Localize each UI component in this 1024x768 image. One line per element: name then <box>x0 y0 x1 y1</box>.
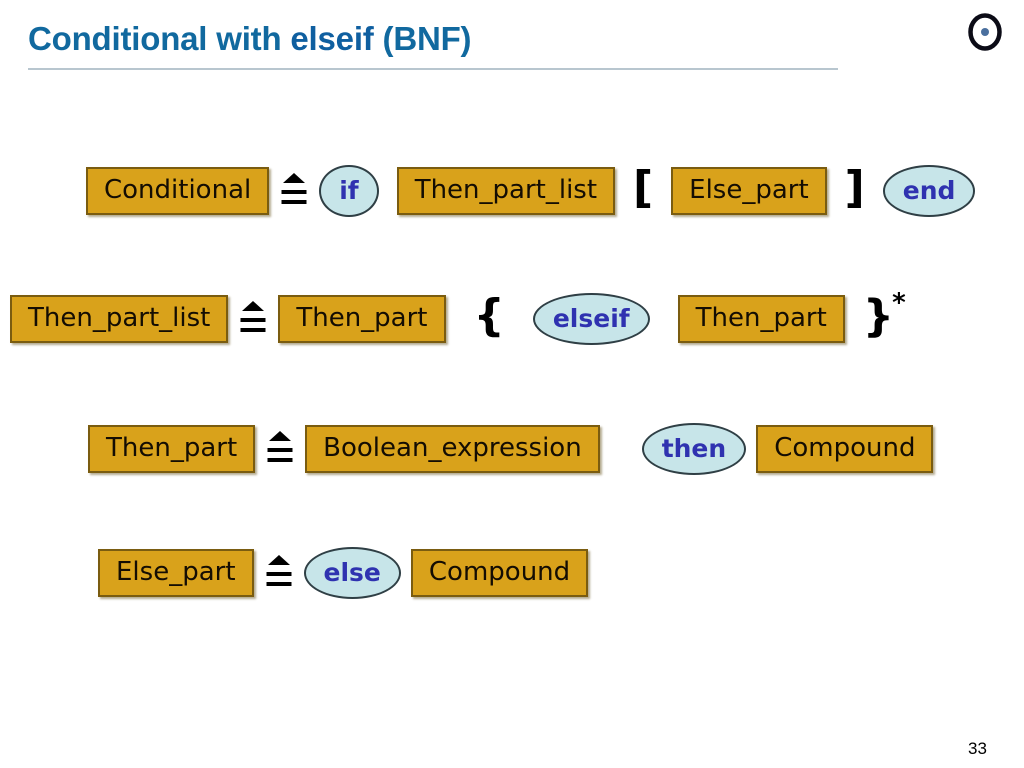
bnf-rule-then-part-list: Then_part_list Then_part { elseif Then_p… <box>10 284 908 354</box>
meta-star: * <box>892 287 906 318</box>
nonterminal-compound: Compound <box>756 425 934 473</box>
nonterminal-boolean-expression: Boolean_expression <box>305 425 600 473</box>
bnf-rule-then-part: Then_part Boolean_expression then Compou… <box>88 414 934 484</box>
title-divider <box>28 68 838 70</box>
nonterminal-else-part: Else_part <box>98 549 254 597</box>
nonterminal-conditional: Conditional <box>86 167 270 215</box>
nonterminal-then-part-list: Then_part_list <box>10 295 229 343</box>
meta-bracket-close: ] <box>844 162 865 213</box>
defined-as-icon <box>279 169 309 213</box>
bnf-rule-conditional: Conditional if Then_part_list [ Else_par… <box>86 156 976 226</box>
nonterminal-then-part: Then_part <box>278 295 446 343</box>
terminal-elseif: elseif <box>532 293 650 345</box>
nonterminal-then-part: Then_part <box>88 425 256 473</box>
terminal-then: then <box>641 423 747 475</box>
page-number: 33 <box>968 739 987 758</box>
page-title: Conditional with elseif (BNF) <box>28 20 472 58</box>
terminal-end: end <box>882 165 976 217</box>
page-title-suffix: (BNF) <box>373 20 472 57</box>
meta-bracket-open: [ <box>633 162 654 213</box>
nonterminal-compound: Compound <box>410 549 589 597</box>
defined-as-icon <box>265 427 295 471</box>
page-title-prefix: Conditional with <box>28 20 291 57</box>
defined-as-icon <box>238 297 268 341</box>
terminal-else: else <box>303 547 401 599</box>
page-title-keyword: elseif <box>290 20 374 57</box>
defined-as-icon <box>264 551 294 595</box>
meta-brace-open: { <box>473 290 505 341</box>
nonterminal-then-part: Then_part <box>677 295 845 343</box>
ring-dot-logo <box>964 11 1006 53</box>
meta-brace-close: } <box>862 290 895 342</box>
bnf-diagram: Conditional if Then_part_list [ Else_par… <box>0 78 1024 718</box>
bnf-rule-else-part: Else_part else Compound <box>98 538 589 608</box>
meta-brace-close-star: }* <box>863 290 908 339</box>
slide-header: Conditional with elseif (BNF) <box>0 0 1024 78</box>
nonterminal-then-part-list: Then_part_list <box>396 167 616 215</box>
terminal-if: if <box>319 165 379 217</box>
nonterminal-else-part: Else_part <box>671 167 827 215</box>
